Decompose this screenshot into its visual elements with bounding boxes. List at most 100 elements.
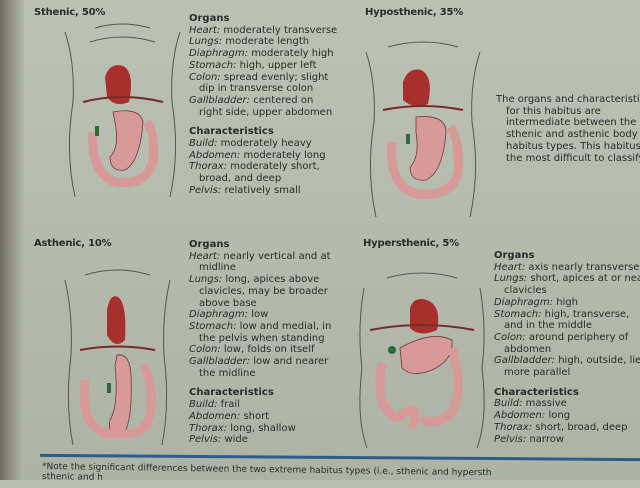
heart-icon [410, 299, 439, 334]
organ-item: Colon: around periphery of [494, 332, 640, 344]
sthenic-figure [64, 23, 181, 198]
item-value: short, apices at or nea [530, 273, 640, 285]
item-value: moderately short, [230, 161, 320, 173]
item-value-continued: broad, and deep [199, 173, 282, 185]
organ-item: Diaphragm: low [189, 309, 331, 321]
gallbladder-icon [107, 383, 111, 393]
item-value-continued: right side, upper abdomen [199, 106, 333, 118]
item-value: narrow [529, 433, 565, 445]
gallbladder-icon [388, 346, 396, 354]
heart-icon [403, 69, 430, 107]
organ-item: Stomach: high, transverse, [494, 309, 640, 321]
item-value-continued: dip in transverse colon [199, 83, 314, 95]
item-key: Colon: [189, 71, 221, 83]
characteristic-item: Abdomen: long [494, 410, 640, 422]
item-key: Gallbladder: [189, 94, 251, 106]
organ-item: Lungs: long, apices above [189, 274, 331, 286]
item-key: Stomach: [189, 320, 237, 332]
hyposthenic-title: Hyposthenic, 35% [365, 7, 464, 18]
item-value: frail [220, 399, 240, 411]
item-key: Abdomen: [189, 410, 241, 422]
heart-icon [105, 65, 131, 105]
item-key: Thorax: [494, 421, 533, 433]
item-value: high, outside, lies [558, 355, 640, 367]
item-value: low and nearer [253, 356, 329, 368]
item-key: Build: [494, 398, 523, 410]
sthenic-title: Sthenic, 50% [34, 7, 106, 18]
item-key: Heart: [189, 250, 221, 262]
item-value-continued: the midline [199, 367, 256, 379]
organ-item: Stomach: low and medial, in [189, 321, 331, 333]
item-key: Build: [189, 138, 218, 150]
item-value: around periphery of [528, 331, 629, 343]
stomach-icon [409, 116, 447, 181]
item-value: moderately heavy [220, 138, 312, 150]
organ-item: Lungs: short, apices at or nea [494, 273, 640, 285]
characteristics-heading: Characteristics [189, 126, 274, 138]
stomach-icon [109, 354, 132, 438]
item-value: low, folds on itself [223, 344, 315, 356]
item-key: Pelvis: [494, 433, 527, 445]
item-key: Colon: [494, 331, 526, 343]
item-key: Lungs: [189, 36, 223, 48]
characteristic-item: Thorax: moderately short, [189, 161, 337, 173]
item-key: Colon: [189, 344, 221, 356]
item-value-continued: more parallel [504, 367, 571, 379]
characteristic-item: Abdomen: short [189, 411, 331, 423]
organ-item: Heart: axis nearly transverse [494, 262, 640, 274]
gallbladder-icon [95, 126, 99, 136]
hyposthenic-figure [365, 41, 481, 218]
item-value: high, transverse, [544, 308, 630, 320]
item-value: spread evenly; slight [223, 71, 329, 83]
organs-heading: Organs [189, 13, 230, 24]
characteristic-item: Build: moderately heavy [189, 138, 337, 150]
item-value: wide [224, 434, 248, 446]
item-key: Lungs: [494, 273, 528, 285]
item-value-continued: clavicles, may be broader [199, 285, 328, 297]
characteristic-item: Build: massive [494, 398, 640, 410]
organ-item: Gallbladder: centered on [189, 95, 337, 107]
item-value-continued: above base [199, 297, 257, 309]
item-value: axis nearly transverse [528, 261, 640, 273]
item-key: Build: [189, 399, 218, 411]
item-value: moderately high [251, 48, 334, 60]
item-value: low and medial, in [239, 320, 332, 332]
gallbladder-icon [406, 134, 410, 144]
item-value: moderately transverse [223, 24, 338, 36]
item-key: Lungs: [189, 274, 223, 286]
page-binding-edge [0, 0, 24, 480]
asthenic-title: Asthenic, 10% [34, 238, 112, 249]
organ-item: Diaphragm: high [494, 297, 640, 309]
characteristic-item: Pelvis: wide [189, 434, 331, 446]
item-key: Diaphragm: [494, 296, 553, 308]
item-value: centered on [253, 94, 314, 106]
hypersthenic-figure [359, 272, 485, 449]
item-value: low [251, 309, 269, 321]
item-value-continued: the pelvis when standing [199, 332, 325, 344]
characteristics-heading: Characteristics [189, 387, 274, 399]
item-value-continued: clavicles [504, 285, 547, 297]
item-value: relatively small [224, 184, 301, 196]
hyposthenic-note: The organs and characteristic for this h… [496, 94, 640, 164]
item-value: moderate length [225, 36, 310, 48]
stomach-icon [399, 336, 453, 374]
asthenic-figure [64, 269, 171, 446]
item-value: nearly vertical and at [223, 250, 331, 262]
item-key: Abdomen: [494, 410, 546, 422]
characteristic-item: Thorax: long, shallow [189, 423, 331, 435]
organ-item: Heart: nearly vertical and at [189, 251, 331, 263]
item-key: Pelvis: [189, 184, 222, 196]
item-key: Heart: [494, 261, 526, 273]
organ-item: Gallbladder: low and nearer [189, 356, 331, 368]
characteristic-item: Thorax: short, broad, deep [494, 422, 640, 434]
organ-item: Stomach: high, upper left [189, 60, 337, 72]
item-value: high [556, 296, 578, 308]
organ-item: Diaphragm: moderately high [189, 48, 337, 60]
stomach-icon [109, 110, 144, 171]
characteristic-item: Pelvis: narrow [494, 434, 640, 446]
item-key: Pelvis: [189, 434, 222, 446]
characteristic-item: Build: frail [189, 399, 331, 411]
